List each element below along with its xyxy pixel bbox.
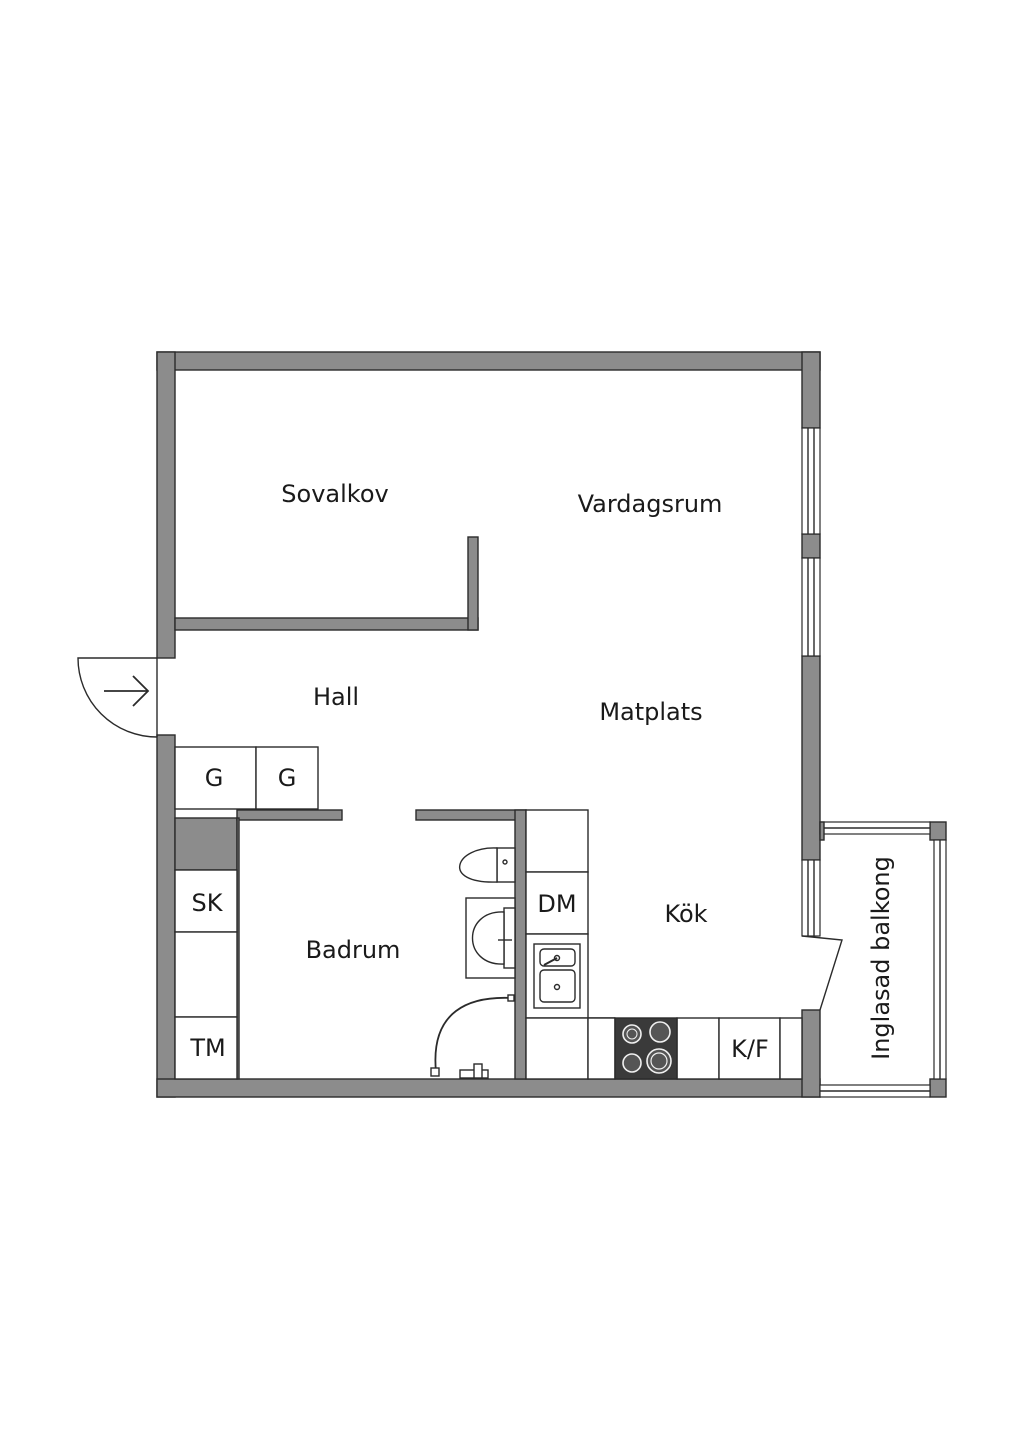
cabinets-left: SK TM <box>174 869 238 1080</box>
room-labels: Sovalkov Vardagsrum Hall Matplats Badrum… <box>281 480 895 1060</box>
wall-bath-top-right <box>415 809 527 821</box>
bathroom-sink-icon <box>465 897 516 979</box>
wardrobe-1 <box>174 746 257 810</box>
kitchen-sink-icon <box>533 943 581 1009</box>
wall-bottom <box>156 1078 821 1098</box>
cabinet-tm <box>174 1016 238 1080</box>
wardrobe-2-label: G <box>278 764 297 792</box>
dishwasher <box>525 871 589 935</box>
balcony-post-tr <box>929 821 947 841</box>
outer-walls <box>156 351 821 1098</box>
entrance-door[interactable] <box>77 657 158 738</box>
wall-right-1 <box>801 351 821 429</box>
balcony-post-br <box>929 1078 947 1098</box>
wall-alcove-horizontal <box>174 617 479 631</box>
balcony-door[interactable] <box>801 935 843 1011</box>
cabinet-sk <box>174 869 238 933</box>
room-label-hall: Hall <box>313 683 359 711</box>
balcony-post-left <box>819 821 825 841</box>
counter-top-left <box>525 809 589 873</box>
room-label-vardagsrum: Vardagsrum <box>578 490 723 518</box>
bathroom-fixtures <box>430 847 516 1079</box>
room-label-sovalkov: Sovalkov <box>281 480 388 508</box>
wall-top <box>156 351 821 371</box>
counter-bottom-2 <box>676 1017 720 1080</box>
cabinet-middle <box>174 931 238 1018</box>
dishwasher-label: DM <box>537 890 576 918</box>
entrance-arrow-icon <box>104 675 150 707</box>
fridge-freezer <box>718 1017 781 1080</box>
windows-right <box>801 427 821 937</box>
wardrobes: G G <box>174 746 319 810</box>
window-2 <box>801 557 821 657</box>
wall-right-4 <box>801 1009 821 1098</box>
wall-bath-top-left <box>236 809 343 821</box>
balcony-frame <box>819 821 947 1098</box>
wardrobe-1-label: G <box>205 764 224 792</box>
window-3 <box>801 859 821 937</box>
room-label-badrum: Badrum <box>306 936 401 964</box>
room-label-kok: Kök <box>664 900 707 928</box>
stove-icon <box>614 1017 678 1080</box>
counter-bottom-1 <box>587 1017 616 1080</box>
room-label-matplats: Matplats <box>599 698 702 726</box>
wall-alcove-vertical <box>467 536 479 631</box>
counter-bottom-3 <box>779 1017 803 1080</box>
shower-icon <box>430 994 515 1079</box>
wardrobe-2 <box>255 746 319 810</box>
cabinet-tm-label: TM <box>189 1034 225 1062</box>
wall-bath-right <box>514 809 527 1080</box>
shaft-block <box>174 817 238 871</box>
cabinet-sk-label: SK <box>192 889 224 917</box>
room-label-balkong: Inglasad balkong <box>867 856 895 1060</box>
fridge-freezer-label: K/F <box>731 1035 769 1063</box>
wall-left-upper <box>156 351 176 659</box>
wall-right-2 <box>801 533 821 559</box>
toilet-icon <box>459 847 516 883</box>
wall-left-lower <box>156 734 176 1098</box>
counter-bottom-left <box>525 1017 589 1080</box>
wall-right-3 <box>801 655 821 861</box>
window-1 <box>801 427 821 535</box>
